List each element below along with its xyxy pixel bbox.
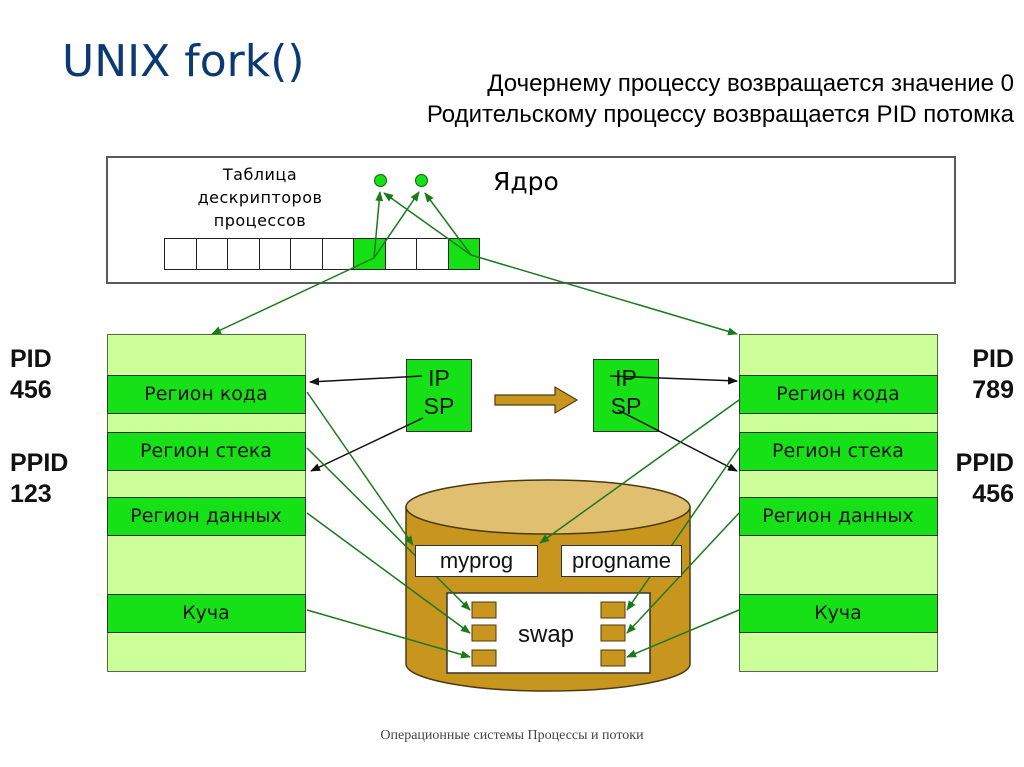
swap-label: swap [518, 621, 575, 648]
process-descriptor-cell [195, 238, 228, 270]
fork-arrow-icon [494, 385, 579, 415]
process-descriptor-table [164, 238, 480, 270]
descriptor-to-file-arrow [383, 192, 472, 256]
process-descriptor-cell [321, 238, 354, 270]
parent-sp-arrow [310, 417, 424, 472]
parent-ppid-value: 123 [10, 480, 52, 508]
parent-data-to-swap-arrow [306, 512, 471, 634]
parent-swap-slot [471, 649, 497, 667]
descriptor-to-parent-arrow [211, 257, 375, 335]
parent-heap-to-swap-arrow [306, 609, 471, 659]
parent-region-code: Регион кода [106, 375, 306, 414]
process-descriptor-cell-active [447, 238, 480, 270]
child-pid-value: 789 [972, 376, 1014, 404]
parent-ip-register: IP [428, 365, 450, 391]
parent-ppid-label: PPID [10, 449, 69, 477]
process-table-label-line: дескрипторов [197, 188, 323, 207]
child-code-to-myprog-arrow [539, 399, 740, 544]
descriptor-to-child-arrow [470, 254, 738, 336]
kernel-label: Ядро [493, 167, 559, 196]
subtitle-child-return: Дочернему процессу возвращается значение… [487, 70, 1014, 97]
parent-stack-to-swap-arrow [306, 447, 471, 611]
parent-process-memory: Регион кода Регион стека Регион данных К… [106, 334, 306, 672]
child-swap-slot [600, 624, 626, 642]
child-swap-slot [600, 649, 626, 667]
file-progname: progname [561, 545, 682, 577]
parent-region-data: Регион данных [106, 497, 306, 536]
parent-sp-register: SP [423, 393, 455, 419]
child-stack-to-swap-arrow [626, 447, 740, 611]
parent-registers: IP SP [406, 359, 472, 432]
child-data-to-swap-arrow [626, 512, 740, 634]
parent-region-heap: Куча [106, 594, 306, 633]
open-file-dot [415, 174, 428, 187]
child-ip-arrow [609, 375, 738, 385]
child-ppid-value: 456 [972, 480, 1014, 508]
child-region-code: Регион кода [738, 375, 938, 414]
child-region-stack: Регион стека [738, 432, 938, 471]
descriptor-to-file-arrow [424, 192, 472, 256]
descriptor-to-file-arrow [373, 191, 420, 259]
parent-swap-slot [471, 624, 497, 642]
child-registers: IP SP [593, 359, 659, 432]
child-ppid-block: PPID 456 [956, 448, 1014, 510]
open-file-dot [374, 174, 387, 187]
parent-region-stack: Регион стека [106, 432, 306, 471]
parent-ip-arrow [309, 375, 423, 386]
child-ppid-label: PPID [955, 449, 1014, 477]
process-descriptor-cell [416, 238, 449, 270]
process-table-label-line: процессов [213, 211, 307, 230]
subtitle-parent-return: Родительскому процессу возвращается PID … [426, 101, 1014, 128]
slide-title: UNIX fork() [62, 36, 305, 87]
process-table-label-line: Таблица [222, 165, 298, 184]
parent-ppid-block: PPID 123 [10, 448, 68, 510]
process-descriptor-cell [384, 238, 417, 270]
process-table-label: Таблица дескрипторов процессов [160, 163, 360, 232]
child-ip-register: IP [615, 365, 637, 391]
child-swap-slot [600, 601, 626, 619]
parent-pid-label: PID [10, 345, 52, 373]
parent-swap-slot [471, 601, 497, 619]
child-region-heap: Куча [738, 594, 938, 633]
file-myprog: myprog [415, 545, 538, 577]
child-region-data: Регион данных [738, 497, 938, 536]
descriptor-to-file-arrow [373, 191, 384, 259]
child-pid-block: PID 789 [972, 344, 1014, 406]
child-process-memory: Регион кода Регион стека Регион данных К… [738, 334, 938, 672]
child-pid-label: PID [972, 345, 1014, 373]
parent-pid-block: PID 456 [10, 344, 52, 406]
slide-footer: Операционные системы Процессы и потоки [380, 728, 644, 743]
swap-slots [471, 601, 626, 667]
parent-pid-value: 456 [10, 376, 52, 404]
child-sp-arrow [617, 409, 738, 472]
parent-code-to-myprog-arrow [306, 391, 414, 546]
child-heap-to-swap-arrow [626, 609, 740, 658]
